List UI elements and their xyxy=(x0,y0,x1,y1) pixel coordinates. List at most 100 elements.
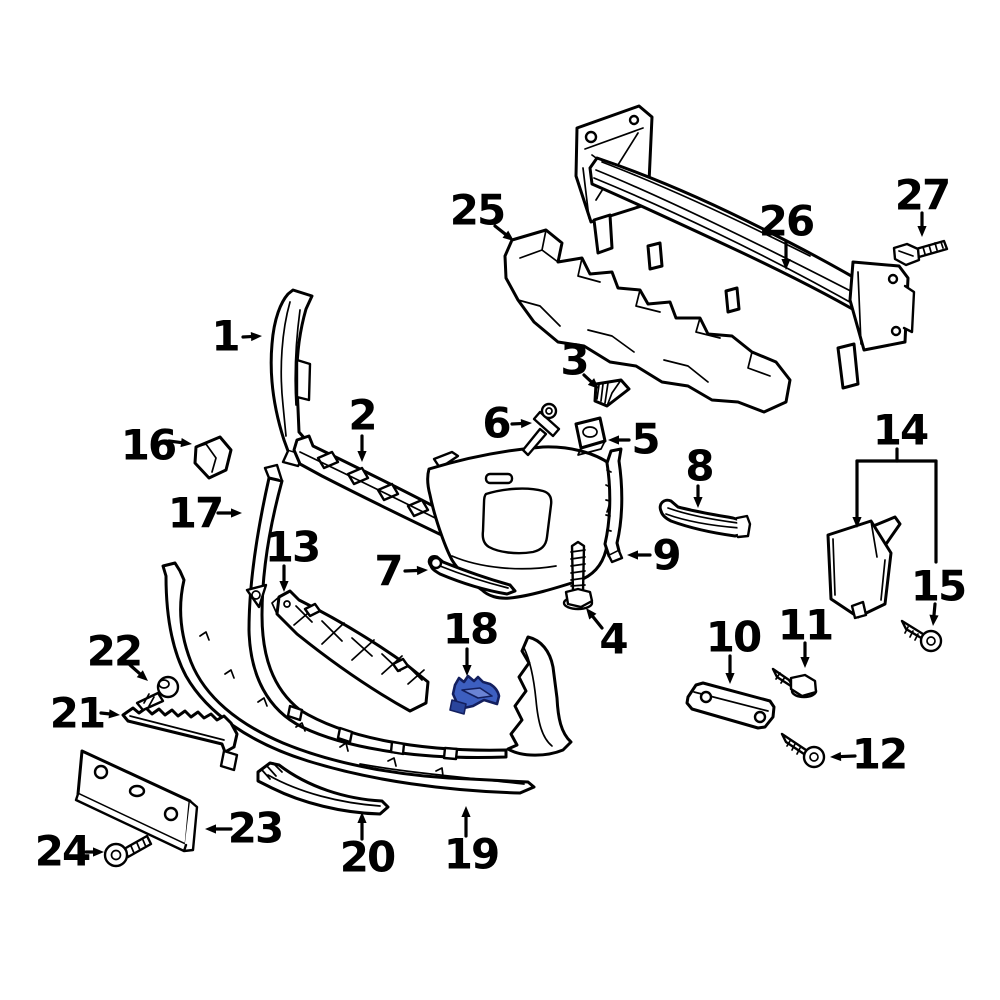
callout-number: 11 xyxy=(778,601,832,650)
callout-number: 8 xyxy=(685,442,712,491)
callout-3: 3 xyxy=(560,336,599,389)
part-5-pad xyxy=(574,416,607,456)
callout-number: 23 xyxy=(228,804,282,853)
callout-18: 18 xyxy=(443,605,499,676)
callout-arrow xyxy=(693,497,703,508)
part-6-push-pin xyxy=(521,402,561,457)
callout-arrow xyxy=(205,824,216,834)
callout-23: 23 xyxy=(205,804,284,853)
bumper-cover-lower-corner xyxy=(506,635,573,757)
part-16-tow-hook-cover xyxy=(193,435,233,480)
callout-number: 13 xyxy=(265,523,319,572)
callout-arrow xyxy=(608,435,619,445)
callout-number: 21 xyxy=(50,689,104,738)
part-19-lower-lip-molding xyxy=(161,561,536,795)
callout-17: 17 xyxy=(168,489,242,538)
callout-12: 12 xyxy=(830,730,908,779)
callout-arrow xyxy=(781,259,791,270)
callout-arrow xyxy=(108,709,120,719)
callout-2: 2 xyxy=(348,391,378,462)
part-24-screw xyxy=(103,834,153,868)
callout-arrow xyxy=(830,751,842,762)
callout-arrow xyxy=(357,451,367,462)
callout-arrow xyxy=(250,331,262,342)
front-bumper-cover xyxy=(426,445,620,600)
callout-number: 4 xyxy=(599,615,627,664)
callout-14-bracket xyxy=(852,447,938,564)
part-22-screw xyxy=(135,675,180,712)
callout-9: 9 xyxy=(627,531,682,580)
callout-26: 26 xyxy=(759,197,815,270)
callout-number: 2 xyxy=(348,391,375,440)
callout-10: 10 xyxy=(706,613,763,684)
callout-number: 17 xyxy=(168,489,222,538)
callout-19: 19 xyxy=(444,806,500,879)
part-21-plate-reinforcement xyxy=(121,706,239,772)
callout-number: 14 xyxy=(873,406,928,455)
part-17-lower-valance-molding xyxy=(245,463,508,761)
part-12-screw xyxy=(780,732,826,769)
callout-24: 24 xyxy=(35,827,104,876)
callout-1: 1 xyxy=(211,312,262,361)
callout-arrow xyxy=(357,812,367,823)
callout-number: 26 xyxy=(759,197,813,246)
part-20-lower-trim xyxy=(256,761,390,816)
part-7-trim-strip xyxy=(427,555,517,596)
callout-number: 12 xyxy=(852,730,906,779)
part-18-side-support-bracket-highlighted xyxy=(449,674,501,715)
part-2-absorber-strip xyxy=(292,434,468,542)
callout-21: 21 xyxy=(50,689,120,738)
callout-8: 8 xyxy=(685,442,715,508)
part-14-deflector xyxy=(826,515,902,620)
callout-13: 13 xyxy=(265,523,321,592)
callout-arrow xyxy=(462,665,472,676)
part-11-bolt xyxy=(771,667,818,699)
callout-number: 3 xyxy=(560,336,587,385)
callout-15: 15 xyxy=(911,562,967,626)
callout-number: 10 xyxy=(706,613,761,662)
part-23-license-plate-bracket xyxy=(74,749,199,853)
callout-arrow xyxy=(520,418,532,429)
part-26-impact-bar xyxy=(574,104,916,390)
callout-arrow xyxy=(461,806,471,817)
part-25-energy-absorber xyxy=(503,228,792,414)
callout-14: 14 xyxy=(873,406,930,455)
callout-arrow xyxy=(279,581,289,592)
callout-4: 4 xyxy=(586,608,629,664)
callout-27: 27 xyxy=(895,171,951,237)
part-13-lower-grille xyxy=(271,589,430,713)
callout-arrow xyxy=(231,508,242,518)
callout-6: 6 xyxy=(482,399,532,448)
part-27-bolt xyxy=(892,239,949,267)
callout-16: 16 xyxy=(121,421,192,470)
callout-number: 9 xyxy=(652,531,679,580)
callout-11: 11 xyxy=(778,601,834,668)
callout-7: 7 xyxy=(374,547,428,596)
callout-number: 6 xyxy=(482,399,509,448)
part-9-side-seal xyxy=(603,447,624,564)
part-15-screw xyxy=(900,619,943,653)
callout-number: 18 xyxy=(443,605,497,654)
callout-arrow xyxy=(416,565,428,576)
part-4-bolt xyxy=(562,540,594,611)
callout-arrow xyxy=(852,517,862,528)
callout-22: 22 xyxy=(87,627,148,681)
callout-arrow xyxy=(800,657,810,668)
callout-20: 20 xyxy=(340,812,397,882)
callout-arrow xyxy=(929,614,939,626)
callout-arrow xyxy=(725,673,735,684)
callout-number: 5 xyxy=(631,415,658,464)
callout-arrow xyxy=(502,230,514,241)
callout-number: 20 xyxy=(340,833,395,882)
callout-number: 1 xyxy=(211,312,238,361)
callout-arrow xyxy=(587,378,599,389)
part-10-bracket-plate xyxy=(685,681,776,730)
callout-arrow xyxy=(917,226,927,237)
callout-arrow xyxy=(586,608,597,620)
part-8-corner-bracket xyxy=(658,498,752,539)
callout-number: 16 xyxy=(121,421,175,470)
callout-arrow xyxy=(180,438,192,448)
